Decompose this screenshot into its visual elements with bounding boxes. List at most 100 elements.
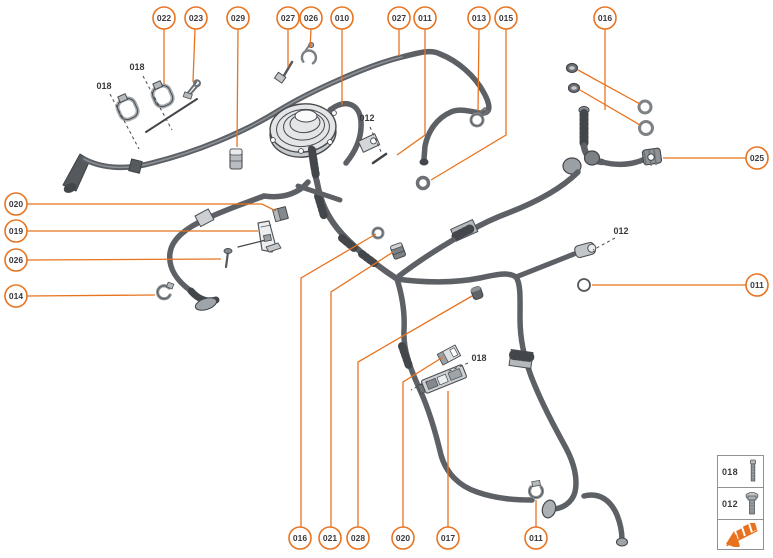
dashed-leader <box>592 237 616 251</box>
callout-circle[interactable] <box>387 6 411 30</box>
callout-011[interactable]: 011 <box>592 273 769 297</box>
callout-number: 028 <box>351 533 365 543</box>
callout-number: 020 <box>9 199 23 209</box>
callout-022[interactable]: 022 <box>152 6 176 84</box>
callout-circle[interactable] <box>391 526 415 550</box>
legend-label-018: 018 <box>722 466 738 477</box>
callout-025[interactable]: 025 <box>663 146 769 170</box>
callout-circle[interactable] <box>593 6 617 30</box>
callout-number: 023 <box>189 13 203 23</box>
part-tee-branches <box>394 241 629 547</box>
part-bracket-017 <box>417 364 467 395</box>
legend-label-012: 012 <box>722 498 738 509</box>
callout-027[interactable]: 027 <box>276 6 300 67</box>
callout-number: 017 <box>441 533 455 543</box>
callout-011[interactable]: 011 <box>396 6 437 156</box>
part-link-line <box>579 89 641 126</box>
callout-029[interactable]: 029 <box>226 6 250 148</box>
part-right-tee-assembly <box>396 62 663 279</box>
callout-circle[interactable] <box>494 6 518 30</box>
leader-line <box>26 294 156 297</box>
callout-015[interactable]: 015 <box>430 6 518 181</box>
dashed-leader <box>142 75 173 131</box>
callout-circle[interactable] <box>467 6 491 30</box>
callout-number: 029 <box>231 13 245 23</box>
part-label-012: 012 <box>592 226 629 251</box>
callout-010[interactable]: 010 <box>330 6 354 105</box>
leader-line <box>192 28 196 83</box>
bolt-icon <box>750 459 756 481</box>
part-canister-010 <box>269 101 364 166</box>
callout-number: 016 <box>293 533 307 543</box>
callout-circle[interactable] <box>276 6 300 30</box>
callout-circle[interactable] <box>226 6 250 30</box>
callout-circle[interactable] <box>346 526 370 550</box>
callout-circle[interactable] <box>4 284 28 308</box>
callout-number: 011 <box>418 13 432 23</box>
callout-016[interactable]: 016 <box>593 6 617 110</box>
hose-mount-clip <box>128 158 143 174</box>
legend-row-018: 018 <box>718 456 763 488</box>
legend: 018 012 <box>717 455 764 550</box>
part-label-018: 018 <box>446 353 487 373</box>
part-clamp-013 <box>469 107 489 128</box>
callout-number: 020 <box>396 533 410 543</box>
leader-line <box>300 233 377 527</box>
callout-number: 022 <box>157 13 171 23</box>
callout-019[interactable]: 019 <box>4 219 258 243</box>
part-main-vent-hose <box>62 48 492 193</box>
leader-line <box>27 203 277 212</box>
callout-014[interactable]: 014 <box>4 284 156 308</box>
callout-circle[interactable] <box>4 248 28 272</box>
part-spring-clamp-026 <box>300 42 318 65</box>
callout-023[interactable]: 023 <box>184 6 208 83</box>
part-label-text: 012 <box>613 226 628 236</box>
callout-circle[interactable] <box>318 526 342 550</box>
callout-circle[interactable] <box>288 526 312 550</box>
callout-circle[interactable] <box>152 6 176 30</box>
callout-020[interactable]: 020 <box>4 192 277 216</box>
dashed-leader <box>410 380 429 391</box>
callout-017[interactable]: 017 <box>436 391 460 550</box>
callout-circle[interactable] <box>745 146 769 170</box>
callout-013[interactable]: 013 <box>467 6 491 112</box>
callout-circle[interactable] <box>184 6 208 30</box>
parts-arrow-icon <box>725 522 758 547</box>
callout-021[interactable]: 021 <box>318 251 394 550</box>
callout-circle[interactable] <box>413 6 437 30</box>
callout-number: 025 <box>750 153 764 163</box>
part-clip-020-left <box>272 206 289 223</box>
callout-number: 015 <box>499 13 513 23</box>
callout-circle[interactable] <box>4 192 28 216</box>
callout-016[interactable]: 016 <box>288 233 377 550</box>
dashed-leader <box>369 126 383 155</box>
callout-circle[interactable] <box>436 526 460 550</box>
part-link-line <box>577 69 641 105</box>
part-label-text: 018 <box>96 81 111 91</box>
callout-028[interactable]: 028 <box>346 295 473 550</box>
part-connector-020-bottom <box>436 344 462 366</box>
dashed-leader <box>109 93 140 150</box>
callout-number: 014 <box>9 291 23 301</box>
callout-number: 010 <box>335 13 349 23</box>
o-ring <box>637 99 653 115</box>
part-pin-027 <box>273 60 294 84</box>
callout-020[interactable]: 020 <box>391 356 444 550</box>
part-clamp-014 <box>156 281 175 301</box>
callout-circle[interactable] <box>299 6 323 30</box>
callout-circle[interactable] <box>745 273 769 297</box>
callout-026[interactable]: 026 <box>4 248 222 272</box>
callout-026[interactable]: 026 <box>299 6 323 49</box>
callout-circle[interactable] <box>524 526 548 550</box>
callout-027[interactable]: 027 <box>387 6 411 56</box>
legend-row-arrow <box>718 520 763 549</box>
leader-line <box>236 28 239 148</box>
callout-011[interactable]: 011 <box>524 500 548 550</box>
leader-line <box>330 251 394 527</box>
callout-circle[interactable] <box>330 6 354 30</box>
part-ring-016-outline <box>372 227 384 239</box>
callout-number: 021 <box>323 533 337 543</box>
callout-circle[interactable] <box>4 219 28 243</box>
